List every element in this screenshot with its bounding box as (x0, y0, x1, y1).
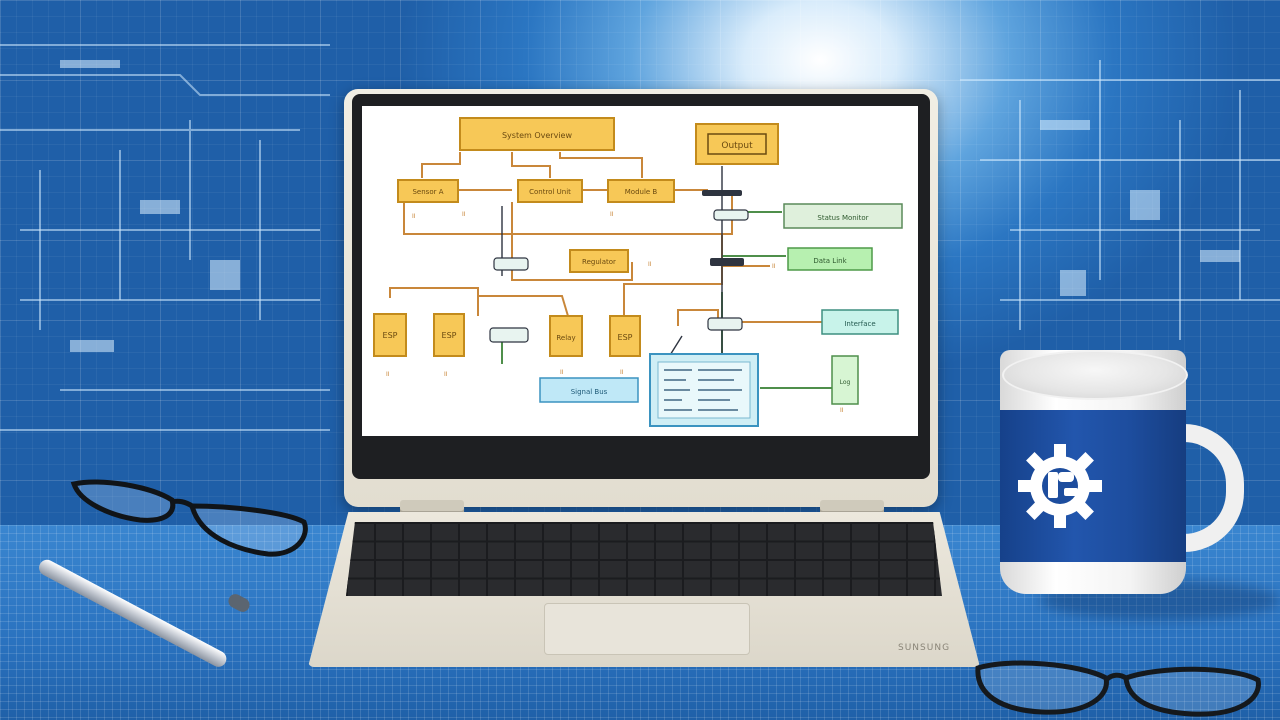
diagram-box-label: ESP (618, 333, 633, 342)
diagram-box-label: Regulator (582, 258, 616, 266)
diagram-box (609, 315, 641, 357)
svg-text:II: II (386, 371, 390, 378)
trackpad (544, 603, 750, 655)
left-hinge (400, 500, 464, 514)
laptop-screen: System Overview Output Sensor A Control … (362, 106, 918, 436)
mug-rim (1002, 350, 1188, 400)
diagram-box-label: Signal Bus (571, 388, 608, 396)
svg-text:II: II (648, 261, 652, 268)
blueprint-decoration (0, 44, 1280, 431)
diagram-box (787, 247, 873, 271)
diagram-box-label: Control Unit (529, 188, 571, 196)
diagram-box (459, 117, 615, 151)
diagram-box (569, 249, 629, 273)
diagram-box-label: Log (840, 379, 851, 386)
diagram-box-label: System Overview (502, 131, 572, 140)
diagram-box (433, 313, 465, 357)
diagram-box-label: Sensor A (412, 188, 443, 196)
svg-text:II: II (840, 407, 844, 414)
diagram-box (517, 179, 583, 203)
diagram-box-label: ESP (383, 331, 398, 340)
diagram-box (539, 377, 639, 403)
svg-text:II: II (620, 369, 624, 376)
eyeglasses-icon (70, 479, 308, 557)
diagram-box-label: Interface (844, 320, 875, 328)
diagram-box-label: Module B (625, 188, 658, 196)
laptop-brand: SUNSUNG (898, 643, 951, 653)
diagram-box-label: ESP (442, 331, 457, 340)
eyeglasses-icon (975, 660, 1261, 717)
right-hinge (820, 500, 884, 514)
svg-text:II: II (412, 213, 416, 220)
diagram-box-label: Status Monitor (817, 214, 868, 222)
keyboard (346, 522, 942, 596)
diagram-box-label: Relay (556, 334, 575, 342)
diagram-box (373, 313, 407, 357)
svg-text:II: II (610, 211, 614, 218)
diagram-box (783, 203, 903, 229)
diagram-box (607, 179, 675, 203)
diagram-box-label: Data Link (813, 257, 847, 265)
gear-logo-icon (1018, 444, 1102, 528)
screen-diagram: System Overview Output Sensor A Control … (373, 117, 903, 427)
svg-text:II: II (462, 211, 466, 218)
svg-text:II: II (772, 263, 776, 270)
diagram-box (695, 123, 779, 165)
svg-text:II: II (560, 369, 564, 376)
diagram-box (821, 309, 899, 335)
svg-text:II: II (444, 371, 448, 378)
diagram-box (397, 179, 459, 203)
diagram-box (831, 355, 859, 405)
diagram-box (549, 315, 583, 357)
diagram-box-label: Output (721, 141, 753, 151)
